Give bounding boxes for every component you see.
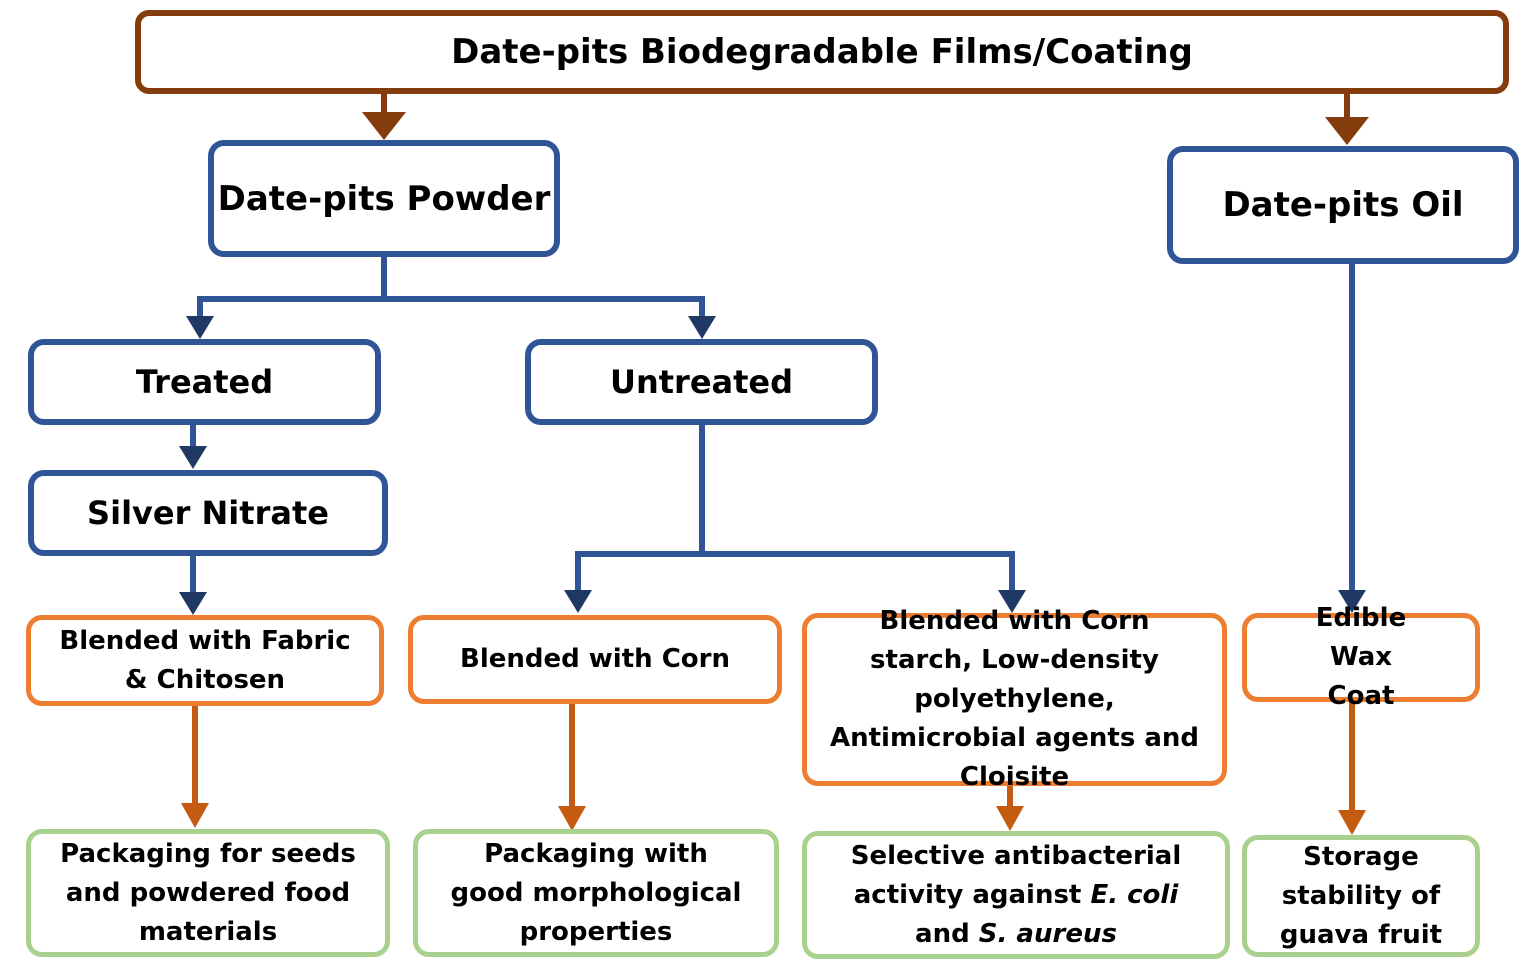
- morphological-packaging-node: Packaging with good morphological proper…: [413, 829, 779, 957]
- guava-storage-node-label: Storage stability of guava fruit: [1279, 841, 1443, 950]
- silver-nitrate-node-label: Silver Nitrate: [87, 494, 329, 532]
- root-node-label: Date-pits Biodegradable Films/Coating: [451, 32, 1193, 72]
- seeds-packaging-node: Packaging for seeds and powdered food ma…: [26, 829, 390, 957]
- antibacterial-node-text: Selective antibacterial activity against…: [825, 837, 1207, 954]
- fabric-chitosen-node: Blended with Fabric & Chitosen: [26, 615, 384, 706]
- oil-node: Date-pits Oil: [1167, 146, 1519, 264]
- edible-wax-node: Edible Wax Coat: [1242, 603, 1480, 711]
- treated-node: Treated: [28, 339, 381, 425]
- corn-node: Blended with Corn: [408, 615, 782, 704]
- morphological-packaging-node-label: Packaging with good morphological proper…: [450, 838, 742, 947]
- corn-node-label: Blended with Corn: [460, 644, 730, 674]
- arrowhead-silver: [179, 446, 207, 469]
- untreated-node-label: Untreated: [609, 363, 794, 401]
- corn-starch-node-label: Blended with Corn starch, Low-density po…: [829, 606, 1200, 792]
- guava-storage-node: Storage stability of guava fruit: [1242, 835, 1480, 957]
- root-node: Date-pits Biodegradable Films/Coating: [135, 10, 1509, 94]
- arrowhead-root-oil: [1325, 117, 1369, 145]
- arrowhead-root-powder: [362, 112, 406, 140]
- arrowhead-antibact: [996, 806, 1024, 831]
- arrowhead-corn: [564, 590, 592, 613]
- silver-nitrate-node: Silver Nitrate: [28, 470, 388, 556]
- powder-node-label: Date-pits Powder: [217, 178, 551, 219]
- arrowhead-treated: [186, 316, 214, 339]
- arrowhead-untreated: [688, 316, 716, 339]
- corn-starch-node: Blended with Corn starch, Low-density po…: [802, 606, 1227, 792]
- arrowhead-guava: [1338, 810, 1366, 835]
- seeds-packaging-node-label: Packaging for seeds and powdered food ma…: [60, 838, 356, 947]
- arrowhead-starch: [998, 590, 1026, 613]
- connector-untreated-starch: [702, 551, 1015, 592]
- edible-wax-node-label: Edible Wax Coat: [1315, 603, 1407, 711]
- antibacterial-and: and: [915, 918, 970, 949]
- connector-powder-split: [197, 255, 387, 318]
- antibacterial-node: Selective antibacterial activity against…: [802, 831, 1230, 959]
- oil-node-label: Date-pits Oil: [1222, 185, 1464, 225]
- powder-node: Date-pits Powder: [208, 140, 560, 257]
- arrowhead-fabric: [179, 592, 207, 615]
- antibacterial-prefix: Selective antibacterial activity against: [850, 840, 1182, 910]
- connector-powder-untreated: [384, 296, 705, 318]
- connector-untreated-split: [575, 424, 705, 592]
- arrowhead-seeds: [181, 803, 209, 828]
- arrowhead-wax: [1338, 590, 1366, 613]
- fabric-chitosen-node-label: Blended with Fabric & Chitosen: [59, 625, 351, 695]
- arrowhead-morph: [558, 806, 586, 831]
- saureus-label: S. aureus: [978, 918, 1117, 949]
- treated-node-label: Treated: [135, 363, 274, 401]
- ecoli-label: E. coli: [1090, 879, 1179, 910]
- untreated-node: Untreated: [525, 339, 878, 425]
